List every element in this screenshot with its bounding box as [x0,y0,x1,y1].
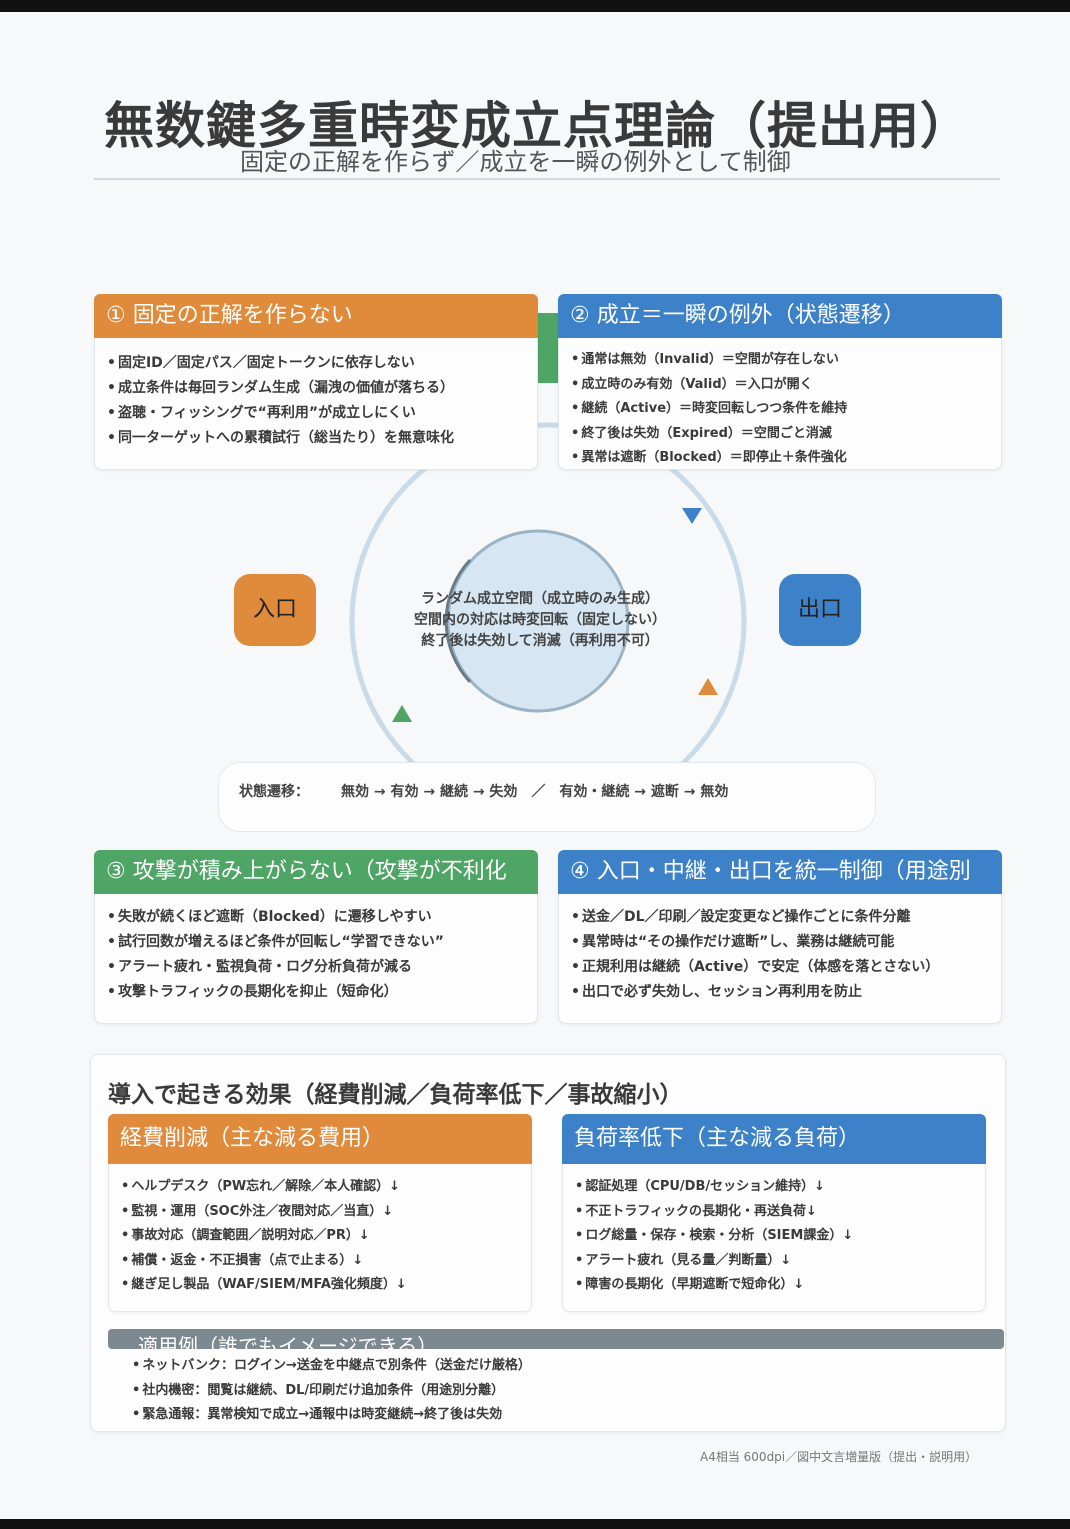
exit-node: 出口 [779,574,861,646]
list-item: 社内機密：閲覧は継続、DL/印刷だけ追加条件（用途別分離） [132,1379,531,1404]
card4-list: 送金／DL／印刷／設定変更など操作ごとに条件分離 異常時は“その操作だけ遮断”し… [571,905,939,1005]
bottom-bar [0,1519,1070,1529]
title-divider [94,178,1000,180]
cost-heading: 経費削減（主な減る費用） [108,1114,532,1164]
card2-heading: ② 成立＝一瞬の例外（状態遷移） [558,294,1002,338]
list-item: 異常は遮断（Blocked）＝即停止＋条件強化 [571,446,847,471]
list-item: 通常は無効（Invalid）＝空間が存在しない [571,348,847,373]
center-line: 空間内の対応は時変回転（固定しない） [414,612,666,628]
list-item: 盗聴・フィッシングで“再利用”が成立しにくい [107,401,454,426]
cost-list: ヘルプデスク（PW忘れ／解除／本人確認）↓ 監視・運用（SOC外注／夜間対応／当… [121,1175,407,1298]
page-subtitle: 固定の正解を作らず／成立を一瞬の例外として制御 [240,148,791,176]
card1-list: 固定ID／固定パス／固定トークンに依存しない 成立条件は毎回ランダム生成（漏洩の… [107,351,454,451]
load-list: 認証処理（CPU/DB/セッション維持）↓ 不正トラフィックの長期化・再送負荷↓… [575,1175,853,1298]
footer-note: A4相当 600dpi／図中文言増量版（提出・説明用） [700,1450,978,1464]
list-item: ヘルプデスク（PW忘れ／解除／本人確認）↓ [121,1175,407,1200]
list-item: 固定ID／固定パス／固定トークンに依存しない [107,351,454,376]
state-transition-box: 状態遷移： 無効 → 有効 → 継続 → 失効 ／ 有効・継続 → 遮断 → 無… [218,762,876,832]
list-item: 送金／DL／印刷／設定変更など操作ごとに条件分離 [571,905,939,930]
list-item: 出口で必ず失効し、セッション再利用を防止 [571,980,939,1005]
card3-heading: ③ 攻撃が積み上がらない（攻撃が不利化 [94,850,538,894]
list-item: 監視・運用（SOC外注／夜間対応／当直）↓ [121,1200,407,1225]
list-item: 同一ターゲットへの累積試行（総当たり）を無意味化 [107,426,454,451]
list-item: 正規利用は継続（Active）で安定（体感を落とさない） [571,955,939,980]
list-item: 成立条件は毎回ランダム生成（漏洩の価値が落ちる） [107,376,454,401]
apply-heading: 適用例（誰でもイメージできる） [138,1334,438,1349]
top-bar [0,0,1070,12]
card1-heading: ① 固定の正解を作らない [94,294,538,338]
list-item: アラート疲れ（見る量／判断量）↓ [575,1249,853,1274]
cost-reduction-card: 経費削減（主な減る費用） ヘルプデスク（PW忘れ／解除／本人確認）↓ 監視・運用… [108,1114,532,1312]
card-attack-disadvantage: ③ 攻撃が積み上がらない（攻撃が不利化 失敗が続くほど遮断（Blocked）に遷… [94,850,538,1024]
entry-node: 入口 [234,574,316,646]
list-item: 継続（Active）＝時変回転しつつ条件を維持 [571,397,847,422]
center-line: ランダム成立空間（成立時のみ生成） [421,591,659,607]
card3-list: 失敗が続くほど遮断（Blocked）に遷移しやすい 試行回数が増えるほど条件が回… [107,905,444,1005]
load-reduction-card: 負荷率低下（主な減る負荷） 認証処理（CPU/DB/セッション維持）↓ 不正トラ… [562,1114,986,1312]
list-item: ネットバンク：ログイン→送金を中継点で別条件（送金だけ厳格） [132,1354,531,1379]
list-item: 終了後は失効（Expired）＝空間ごと消滅 [571,422,847,447]
card-no-fixed-answer: ① 固定の正解を作らない 固定ID／固定パス／固定トークンに依存しない 成立条件… [94,294,538,470]
center-description: ランダム成立空間（成立時のみ生成） 空間内の対応は時変回転（固定しない） 終了後… [395,589,685,652]
apply-list: ネットバンク：ログイン→送金を中継点で別条件（送金だけ厳格） 社内機密：閲覧は継… [132,1354,531,1428]
card4-heading: ④ 入口・中継・出口を統一制御（用途別 [558,850,1002,894]
card-state-transition: ② 成立＝一瞬の例外（状態遷移） 通常は無効（Invalid）＝空間が存在しない… [558,294,1002,470]
apply-heading-bar: 適用例（誰でもイメージできる） [108,1329,1004,1349]
list-item: 事故対応（調査範囲／説明対応／PR）↓ [121,1224,407,1249]
list-item: 異常時は“その操作だけ遮断”し、業務は継続可能 [571,930,939,955]
card2-list: 通常は無効（Invalid）＝空間が存在しない 成立時のみ有効（Valid）＝入… [571,348,847,471]
list-item: 障害の長期化（早期遮断で短命化）↓ [575,1273,853,1298]
list-item: 継ぎ足し製品（WAF/SIEM/MFA強化頻度）↓ [121,1273,407,1298]
effects-title: 導入で起きる効果（経費削減／負荷率低下／事故縮小） [108,1082,683,1108]
list-item: 緊急通報：異常検知で成立→通報中は時変継続→終了後は失効 [132,1403,531,1428]
center-line: 終了後は失効して消滅（再利用不可） [421,633,659,649]
list-item: 補償・返金・不正損害（点で止まる）↓ [121,1249,407,1274]
state-label: 状態遷移： [239,784,309,800]
state-sequence: 無効 → 有効 → 継続 → 失効 ／ 有効・継続 → 遮断 → 無効 [341,784,729,800]
page-title: 無数鍵多重時変成立点理論（提出用） [104,96,971,155]
load-heading: 負荷率低下（主な減る負荷） [562,1114,986,1164]
list-item: 試行回数が増えるほど条件が回転し“学習できない” [107,930,444,955]
card-unified-control: ④ 入口・中継・出口を統一制御（用途別 送金／DL／印刷／設定変更など操作ごとに… [558,850,1002,1024]
list-item: 攻撃トラフィックの長期化を抑止（短命化） [107,980,444,1005]
list-item: 認証処理（CPU/DB/セッション維持）↓ [575,1175,853,1200]
list-item: 失敗が続くほど遮断（Blocked）に遷移しやすい [107,905,444,930]
list-item: アラート疲れ・監視負荷・ログ分析負荷が減る [107,955,444,980]
list-item: 成立時のみ有効（Valid）＝入口が開く [571,373,847,398]
list-item: ログ総量・保存・検索・分析（SIEM課金）↓ [575,1224,853,1249]
list-item: 不正トラフィックの長期化・再送負荷↓ [575,1200,853,1225]
